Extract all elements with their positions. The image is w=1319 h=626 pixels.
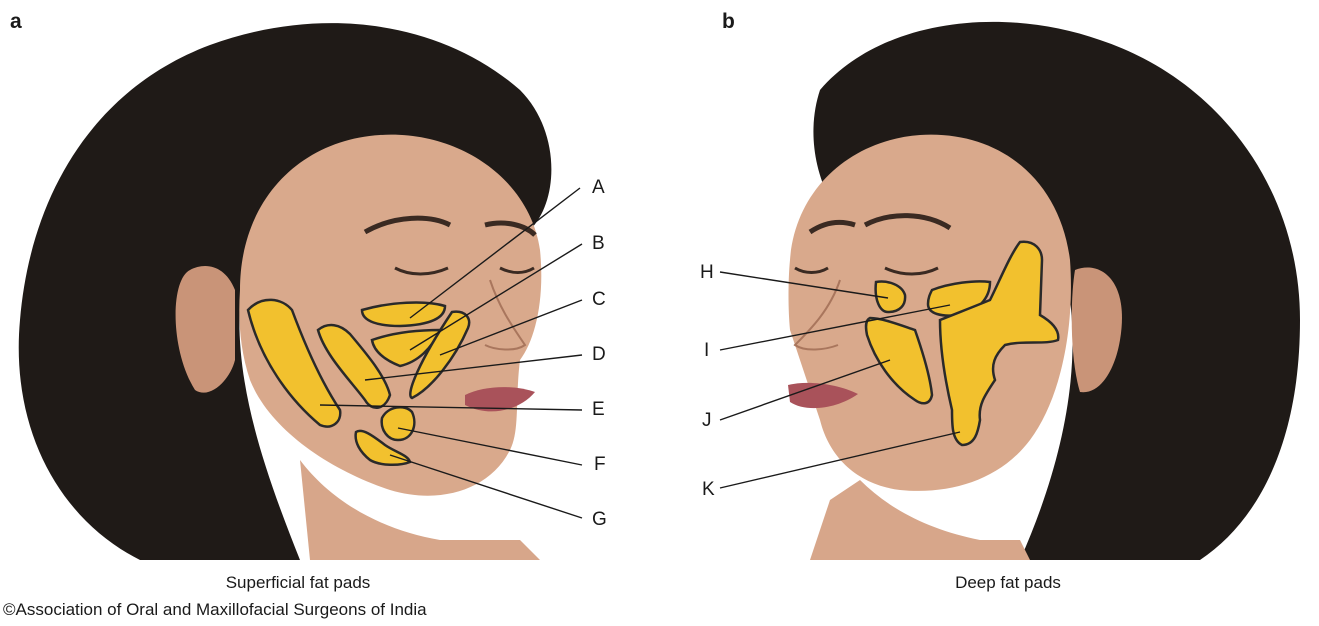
caption-deep: Deep fat pads bbox=[858, 573, 1158, 593]
caption-superficial: Superficial fat pads bbox=[148, 573, 448, 593]
panel-deep-fat-pads: b H I J K bbox=[660, 0, 1319, 560]
label-K: K bbox=[702, 480, 715, 500]
panel-superficial-fat-pads: a A B C D E F G bbox=[0, 0, 659, 560]
label-F: F bbox=[594, 455, 606, 475]
label-H: H bbox=[700, 263, 714, 283]
label-I: I bbox=[704, 341, 709, 361]
label-J: J bbox=[702, 411, 712, 431]
panel-letter: a bbox=[10, 10, 22, 34]
label-C: C bbox=[592, 290, 606, 310]
label-E: E bbox=[592, 400, 605, 420]
copyright-notice: ©Association of Oral and Maxillofacial S… bbox=[3, 600, 427, 620]
label-D: D bbox=[592, 345, 606, 365]
fat-pad-F bbox=[382, 407, 415, 440]
label-A: A bbox=[592, 178, 605, 198]
face-illustration-right bbox=[660, 0, 1319, 560]
neck bbox=[810, 480, 1030, 560]
panel-letter: b bbox=[722, 10, 735, 34]
label-B: B bbox=[592, 234, 605, 254]
label-G: G bbox=[592, 510, 607, 530]
face-illustration-left bbox=[0, 0, 659, 560]
